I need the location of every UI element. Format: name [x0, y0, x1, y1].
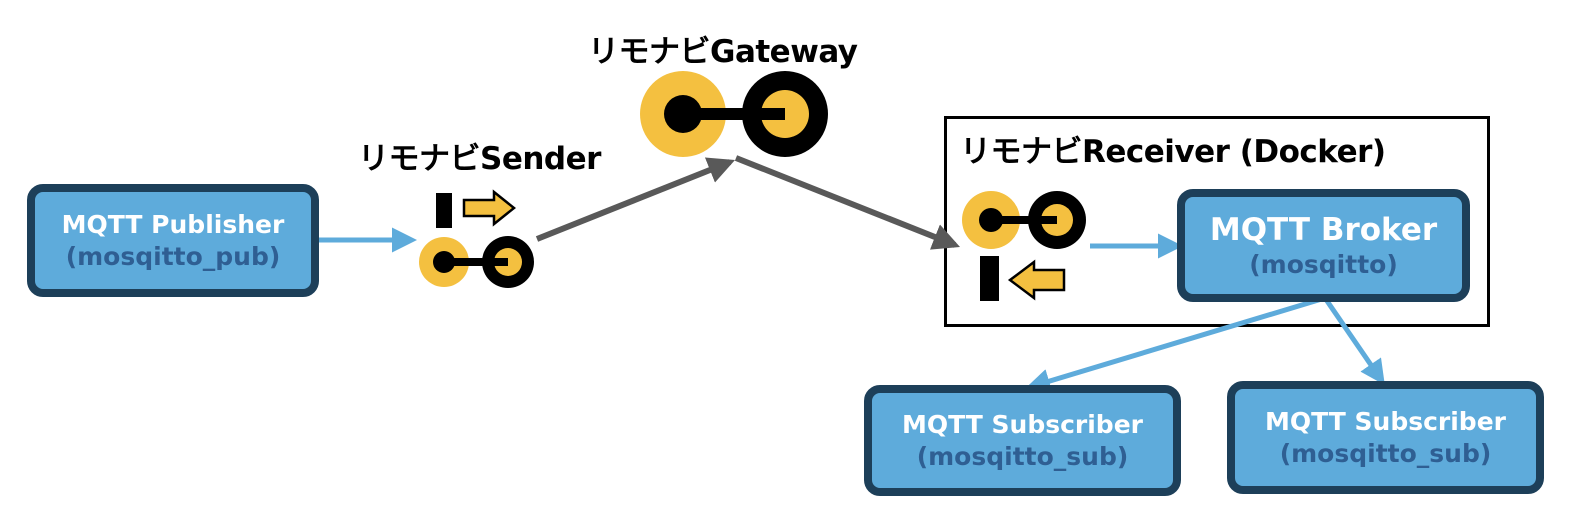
arrow-sender-to-gateway — [535, 157, 736, 242]
broker-title: MQTT Broker — [1209, 211, 1438, 248]
gateway-device-icon — [640, 71, 828, 157]
subscriber1-title: MQTT Subscriber — [902, 410, 1143, 440]
arrow-broker-to-subscriber1 — [1025, 295, 1326, 394]
broker-subtitle: (mosqitto) — [1249, 250, 1398, 280]
subscriber2-box: MQTT Subscriber (mosqitto_sub) — [1227, 381, 1544, 494]
publisher-box: MQTT Publisher (mosqitto_pub) — [27, 184, 319, 297]
subscriber1-box: MQTT Subscriber (mosqitto_sub) — [864, 385, 1181, 496]
publisher-title: MQTT Publisher — [61, 210, 285, 240]
arrow-broker-to-subscriber2 — [1322, 296, 1385, 386]
receiver-label: リモナビReceiver (Docker) — [960, 134, 1386, 170]
publisher-subtitle: (mosqitto_pub) — [65, 241, 281, 271]
subscriber2-subtitle: (mosqitto_sub) — [1279, 438, 1492, 468]
arrow-gateway-to-receiver — [734, 155, 961, 250]
receiver-docker-container — [944, 116, 1490, 327]
subscriber2-title: MQTT Subscriber — [1265, 407, 1506, 437]
sender-label: リモナビSender — [358, 141, 601, 177]
broker-box: MQTT Broker (mosqitto) — [1177, 189, 1470, 302]
receiver-device-icon — [962, 191, 1086, 301]
gateway-label: リモナビGateway — [588, 34, 858, 70]
sender-device-icon — [419, 189, 534, 288]
subscriber1-subtitle: (mosqitto_sub) — [916, 441, 1129, 471]
